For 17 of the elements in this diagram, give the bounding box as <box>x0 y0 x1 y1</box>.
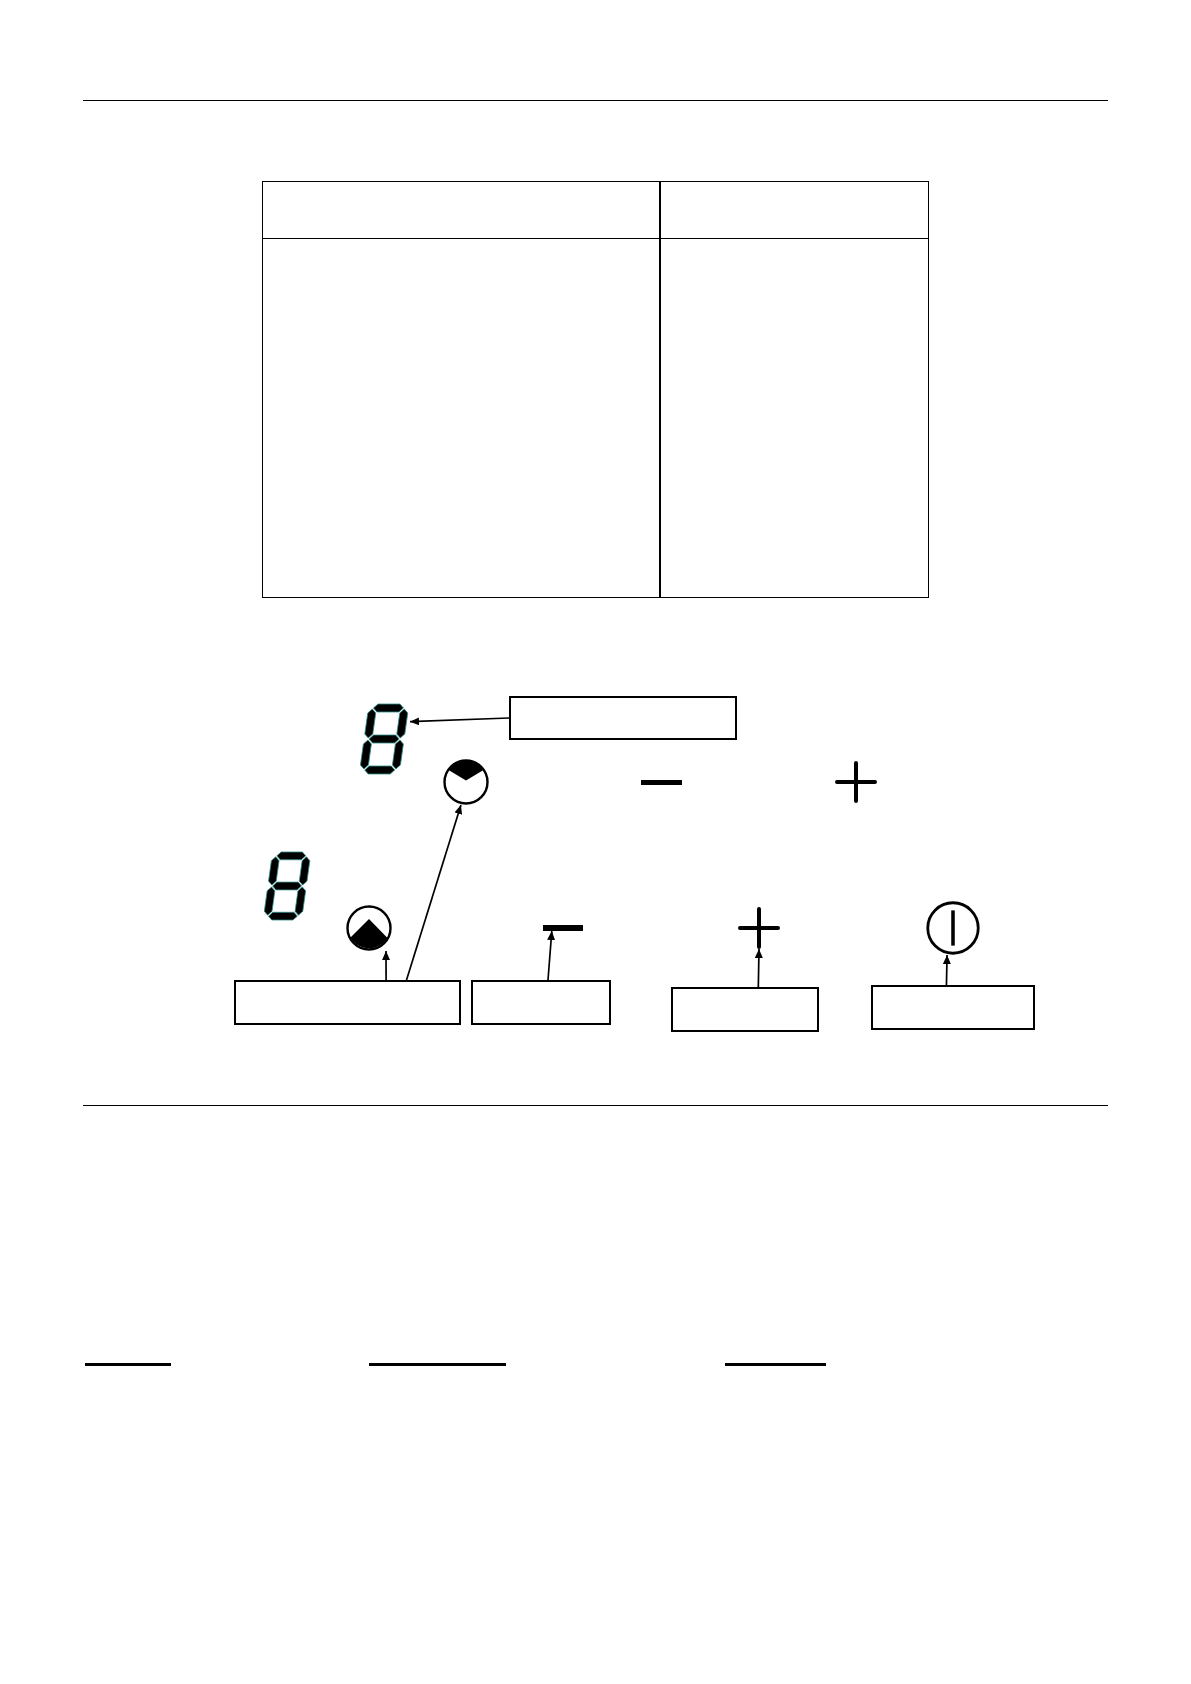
plus-icon <box>738 907 780 949</box>
circle-sector-icon <box>346 905 392 951</box>
seven-segment-digit-icon <box>358 703 410 775</box>
leader-arrow <box>942 954 951 986</box>
circle-sector-icon <box>443 759 489 805</box>
leader-arrow <box>405 804 463 981</box>
leader-arrow <box>382 950 391 981</box>
leader-arrow <box>547 930 556 981</box>
leader-arrow <box>754 948 763 988</box>
callout-box <box>509 696 737 740</box>
power-icon <box>926 901 980 955</box>
callout-box <box>234 980 461 1025</box>
leader-arrow <box>409 717 510 726</box>
callout-box <box>471 980 611 1025</box>
callout-box <box>871 985 1035 1030</box>
callout-box <box>671 987 819 1032</box>
minus-icon <box>543 925 583 931</box>
